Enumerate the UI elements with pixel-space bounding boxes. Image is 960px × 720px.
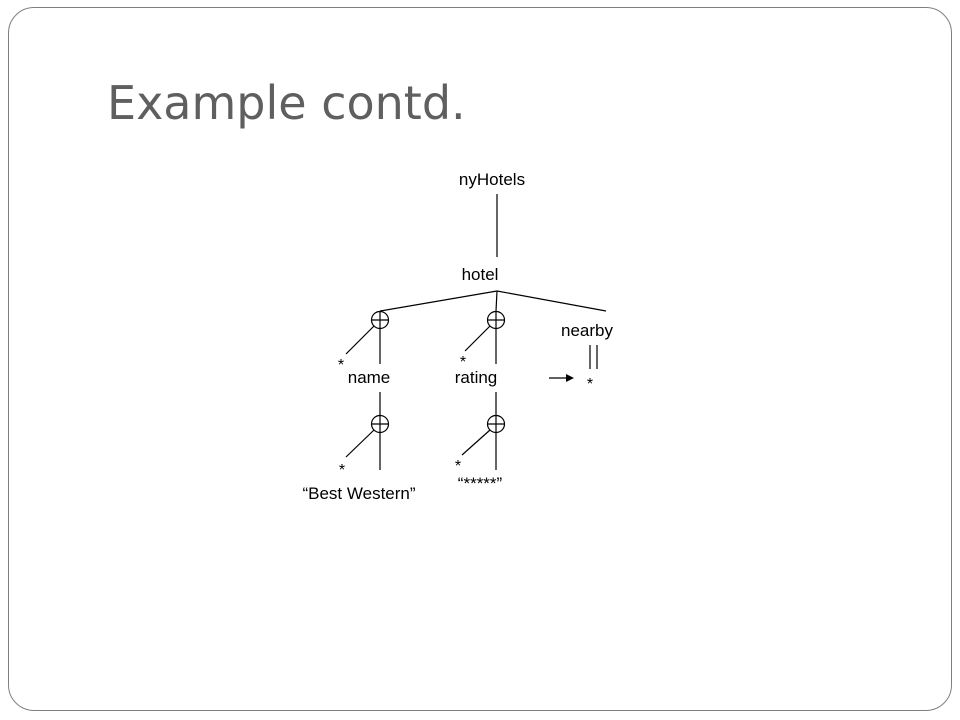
node-hotel: hotel: [462, 265, 499, 284]
edge-hotel-name-group: [379, 290, 498, 312]
node-nyhotels: nyHotels: [459, 170, 525, 189]
circle-plus-icon: [370, 310, 390, 330]
node-name-value: “Best Western”: [302, 484, 415, 503]
slide-frame: [8, 7, 952, 711]
circle-plus-icon: [370, 414, 390, 434]
edge-rating-value-star: [461, 429, 491, 456]
slide-title: Example contd.: [107, 76, 466, 130]
edge-hotel-rating-group: [495, 290, 498, 312]
star-name-value: *: [339, 462, 345, 479]
edge-hotel-nearby: [496, 290, 607, 312]
circle-plus-icon: [486, 310, 506, 330]
star-name: *: [338, 357, 344, 374]
edge-name-value-star: [345, 429, 375, 458]
double-line-icon: [589, 345, 598, 369]
node-nearby: nearby: [561, 321, 613, 340]
edge-name-star: [345, 325, 375, 355]
node-name: name: [348, 368, 391, 387]
arrow-right-icon: [549, 374, 574, 382]
star-rating-value: *: [455, 458, 461, 475]
star-rating: *: [460, 354, 466, 371]
node-rating: rating: [455, 368, 498, 387]
circle-plus-icon: [486, 414, 506, 434]
edge-rating-star: [464, 325, 491, 352]
node-rating-value: “*****”: [458, 474, 503, 493]
star-nearby: *: [587, 376, 593, 393]
